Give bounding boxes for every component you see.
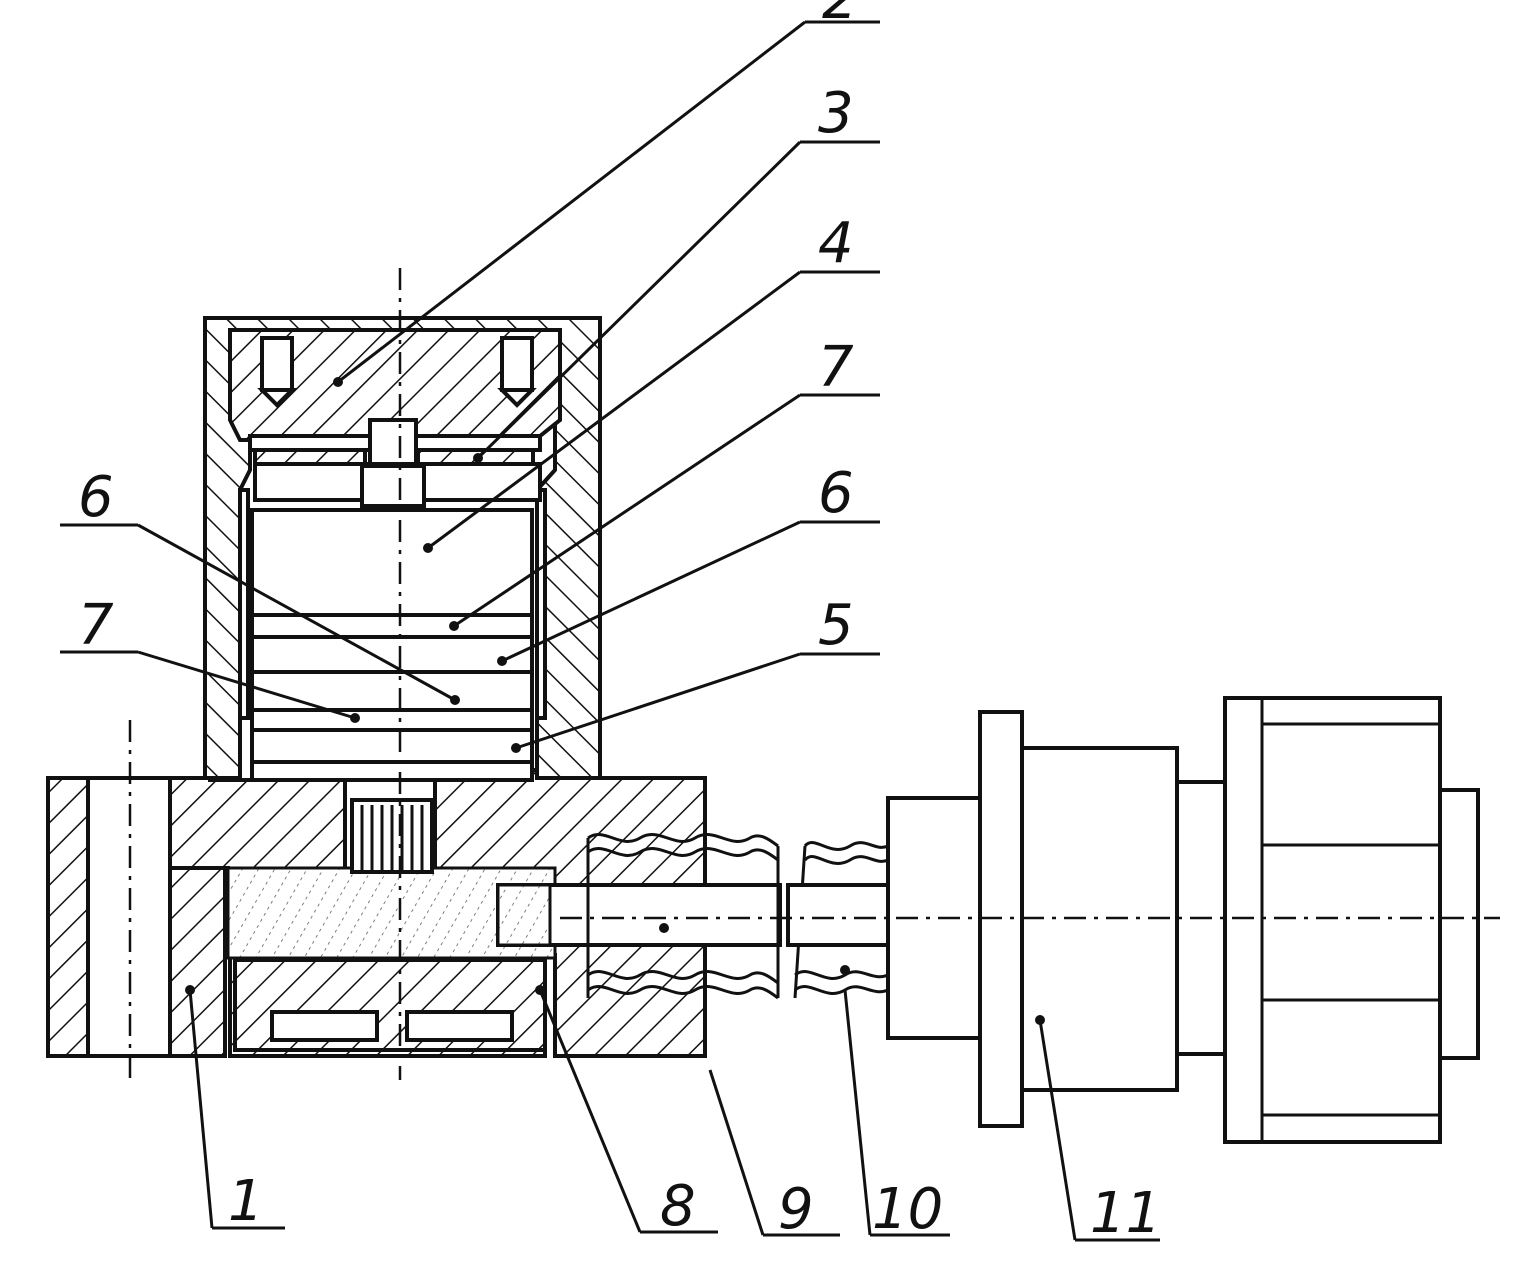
label-6a: 6 — [78, 465, 114, 530]
label-2: 2 — [822, 0, 858, 32]
motor — [886, 696, 1480, 1144]
label-7a: 7 — [78, 593, 114, 658]
leader-lines — [60, 20, 1160, 1242]
label-5: 5 — [818, 593, 854, 658]
label-11: 11 — [1090, 1181, 1161, 1246]
label-8: 8 — [660, 1174, 696, 1239]
leader-dots — [185, 377, 1045, 1025]
label-3: 3 — [818, 81, 854, 146]
label-6b: 6 — [818, 461, 854, 526]
label-9: 9 — [778, 1177, 814, 1242]
flexible-hose — [586, 833, 890, 1000]
top-cap — [228, 328, 562, 442]
axis-lines — [128, 268, 1500, 1085]
label-4: 4 — [818, 211, 854, 276]
filter-teeth — [350, 798, 434, 874]
base-body — [46, 768, 782, 1058]
disc-plates — [248, 418, 542, 508]
piezo-stack — [250, 508, 534, 782]
label-10: 10 — [872, 1177, 943, 1242]
label-1: 1 — [228, 1169, 264, 1234]
callout-labels: 2 3 4 7 6 5 6 7 1 8 9 10 11 — [78, 0, 1161, 1246]
label-7b: 7 — [818, 335, 854, 400]
